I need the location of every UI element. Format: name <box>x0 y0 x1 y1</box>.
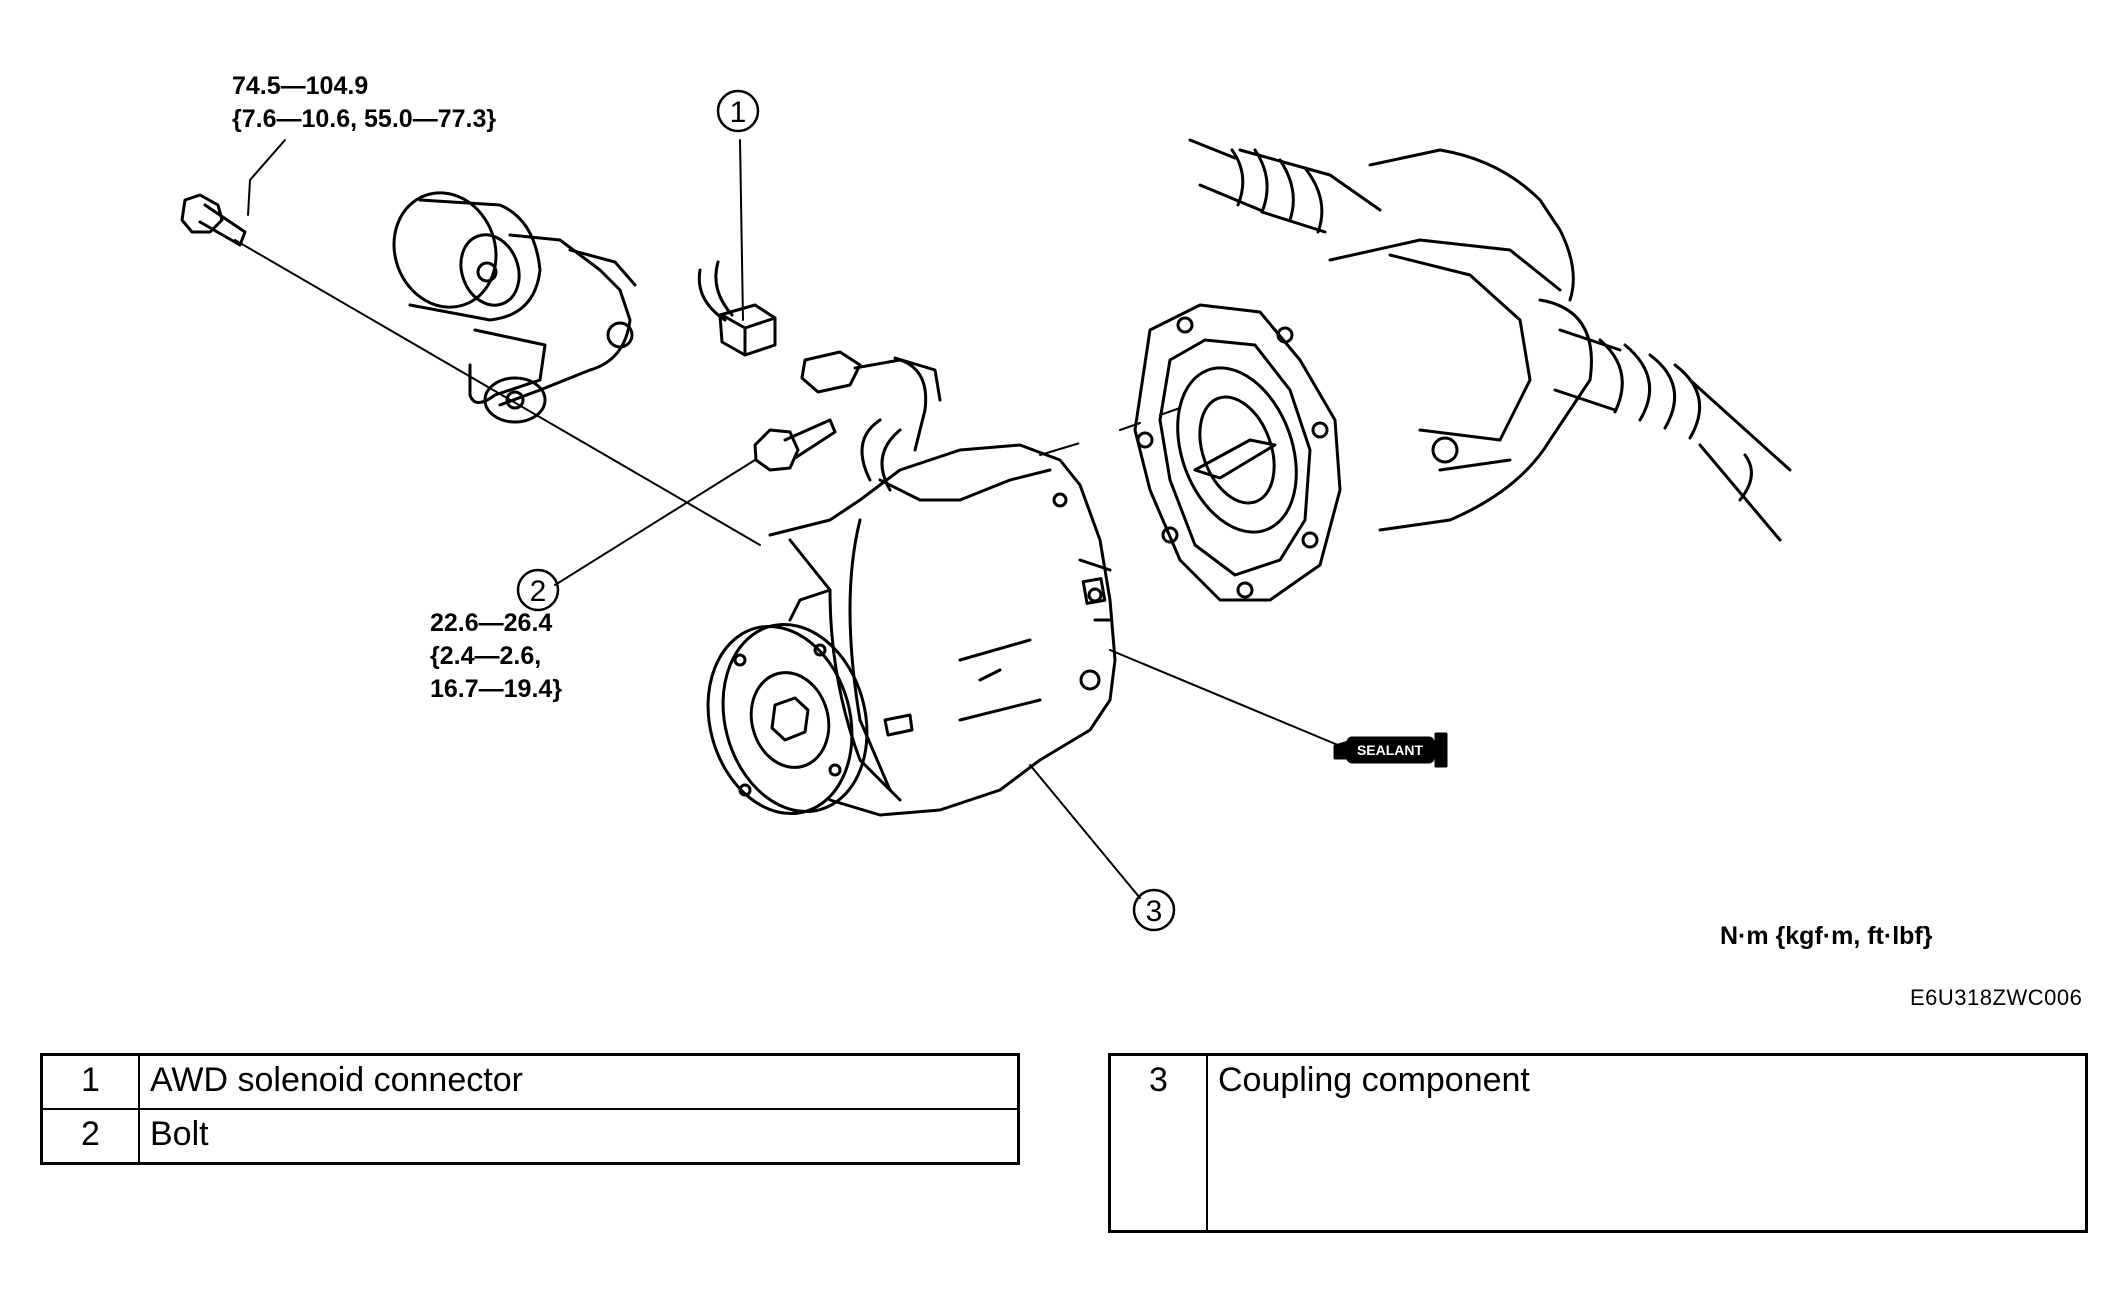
legend-number: 2 <box>40 1108 140 1165</box>
torque-line: 16.7—19.4} <box>430 675 563 703</box>
legend-number: 1 <box>40 1053 140 1110</box>
upper-bolt-torque: 74.5—104.9 {7.6—10.6, 55.0—77.3} <box>232 70 496 136</box>
svg-text:2: 2 <box>530 575 547 608</box>
torque-line: 74.5—104.9 <box>232 72 369 100</box>
svg-text:3: 3 <box>1146 895 1163 928</box>
rear-differential <box>1133 138 1792 602</box>
legend-row: 2 Bolt <box>40 1108 1020 1165</box>
awd-solenoid-connector <box>697 260 777 357</box>
figure-code: E6U318ZWC006 <box>1910 985 2083 1010</box>
legend-table-left: 1 AWD solenoid connector 2 Bolt <box>40 1053 1020 1165</box>
callout-2: 2 <box>516 568 560 612</box>
legend-label: Bolt <box>138 1108 1020 1165</box>
coupling-bolt-torque: 22.6—26.4 {2.4—2.6, 16.7—19.4} <box>430 607 562 706</box>
legend-number: 3 <box>1108 1053 1208 1233</box>
torque-line: 22.6—26.4 <box>430 609 553 637</box>
legend-label: AWD solenoid connector <box>138 1053 1020 1110</box>
torque-line: {2.4—2.6, <box>430 642 542 670</box>
torque-line: {7.6—10.6, 55.0—77.3} <box>232 105 497 133</box>
legend-table-right: 3 Coupling component <box>1108 1053 2088 1233</box>
torque-units: N·m {kgf·m, ft·lbf} <box>1720 922 1933 950</box>
coupling-bolt <box>753 418 837 472</box>
callout-3: 3 <box>1132 888 1176 932</box>
sealant-label: SEALANT <box>1357 742 1424 758</box>
legend-row: 3 Coupling component <box>1108 1053 2088 1233</box>
legend-row: 1 AWD solenoid connector <box>40 1053 1020 1110</box>
leader-lines <box>234 139 1346 899</box>
svg-text:1: 1 <box>730 96 747 129</box>
coupling-component <box>706 443 1117 817</box>
upper-bolt <box>180 193 247 247</box>
mount-bracket <box>392 191 637 424</box>
callout-1: 1 <box>716 89 760 133</box>
sealant-tube-icon <box>1333 732 1448 768</box>
harness-connector <box>800 350 942 492</box>
legend-label: Coupling component <box>1206 1053 2088 1233</box>
